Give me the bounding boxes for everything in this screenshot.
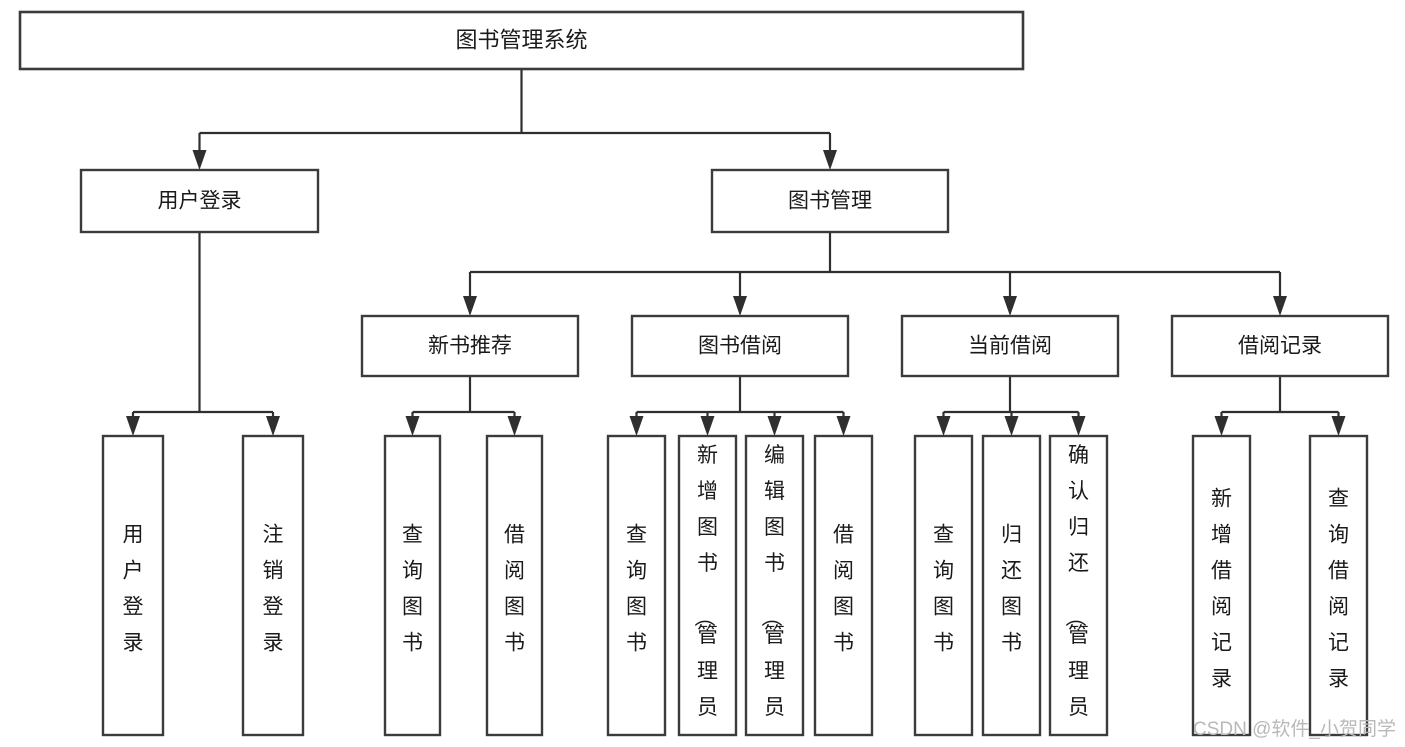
level2-node-0[interactable]: 用户登录 <box>79 168 320 234</box>
arrow-head-icon <box>700 416 715 436</box>
arrow-head-icon <box>1003 296 1017 316</box>
arrow-head-icon <box>405 416 420 436</box>
arrow-head-icon <box>126 416 140 436</box>
leaf-node-3-box[interactable] <box>485 434 544 737</box>
level2-node-0-box[interactable] <box>79 168 320 234</box>
arrow-head-icon <box>767 416 782 436</box>
arrow-head-icon <box>507 416 522 436</box>
leaf-node-6-box[interactable] <box>744 434 805 737</box>
leaf-node-12[interactable]: 查询借阅记录 <box>1308 434 1369 737</box>
level2-node-1-label: 图书管理 <box>788 190 872 213</box>
level3-node-2-label: 当前借阅 <box>968 335 1052 358</box>
leaf-node-4[interactable]: 查询图书 <box>606 434 667 737</box>
arrow-head-icon <box>1214 416 1229 436</box>
leaf-node-5-box[interactable] <box>677 434 738 737</box>
leaf-node-0[interactable]: 用户登录 <box>101 434 165 737</box>
level3-node-0[interactable]: 新书推荐 <box>360 314 580 378</box>
level2-node-1[interactable]: 图书管理 <box>710 168 950 234</box>
level3-node-3-label: 借阅记录 <box>1238 335 1322 358</box>
leaf-node-11[interactable]: 新增借阅记录 <box>1191 434 1252 737</box>
leaf-node-10[interactable]: 确认归还（管理员） <box>1048 434 1109 747</box>
arrow-head-icon <box>733 296 747 316</box>
leaf-node-5[interactable]: 新增图书（管理员） <box>677 434 738 747</box>
leaf-node-9-box[interactable] <box>981 434 1042 737</box>
arrow-head-icon <box>1004 416 1019 436</box>
leaf-node-6[interactable]: 编辑图书（管理员） <box>744 434 805 747</box>
leaf-node-1-label: 注销登录 <box>263 524 284 655</box>
leaf-node-8[interactable]: 查询图书 <box>913 434 974 737</box>
level3-node-0-label: 新书推荐 <box>428 335 512 358</box>
leaf-node-1[interactable]: 注销登录 <box>241 434 305 737</box>
level3-node-2[interactable]: 当前借阅 <box>900 314 1120 378</box>
arrow-head-icon <box>836 416 851 436</box>
leaf-node-8-box[interactable] <box>913 434 974 737</box>
level2-node-1-box[interactable] <box>710 168 950 234</box>
level3-node-2-box[interactable] <box>900 314 1120 378</box>
level3-node-1-label: 图书借阅 <box>698 335 782 358</box>
level3-node-1[interactable]: 图书借阅 <box>630 314 850 378</box>
root-node[interactable]: 图书管理系统 <box>18 10 1025 71</box>
leaf-node-9[interactable]: 归还图书 <box>981 434 1042 737</box>
level2-node-0-label: 用户登录 <box>158 190 242 213</box>
arrow-head-icon <box>1071 416 1086 436</box>
leaf-node-3[interactable]: 借阅图书 <box>485 434 544 737</box>
csdn-watermark: CSDN @软件_小贺同学 <box>1193 718 1396 740</box>
arrow-head-icon <box>1331 416 1346 436</box>
leaf-node-11-box[interactable] <box>1191 434 1252 737</box>
level3-node-3-box[interactable] <box>1170 314 1390 378</box>
leaf-node-1-box[interactable] <box>241 434 305 737</box>
arrow-head-icon <box>823 150 837 170</box>
leaf-node-6-label: 编辑图书（管理员） <box>759 444 785 747</box>
leaf-node-8-label: 查询图书 <box>933 524 954 655</box>
leaf-node-12-box[interactable] <box>1308 434 1369 737</box>
leaf-node-9-label: 归还图书 <box>1001 524 1022 655</box>
connector-layer <box>126 69 1346 436</box>
node-layer: 图书管理系统用户登录图书管理新书推荐图书借阅当前借阅借阅记录用户登录注销登录查询… <box>18 10 1390 747</box>
leaf-node-7-label: 借阅图书 <box>833 524 854 655</box>
leaf-node-12-label: 查询借阅记录 <box>1328 488 1349 691</box>
leaf-node-11-label: 新增借阅记录 <box>1211 488 1232 691</box>
leaf-node-2-box[interactable] <box>383 434 442 737</box>
leaf-node-2[interactable]: 查询图书 <box>383 434 442 737</box>
leaf-node-5-label: 新增图书（管理员） <box>692 444 718 747</box>
arrow-head-icon <box>629 416 644 436</box>
root-node-label: 图书管理系统 <box>455 27 587 52</box>
leaf-node-4-box[interactable] <box>606 434 667 737</box>
leaf-node-0-label: 用户登录 <box>123 524 144 655</box>
arrow-head-icon <box>266 416 280 436</box>
arrow-head-icon <box>936 416 951 436</box>
leaf-node-4-label: 查询图书 <box>626 524 647 655</box>
leaf-node-3-label: 借阅图书 <box>504 524 525 655</box>
leaf-node-0-box[interactable] <box>101 434 165 737</box>
arrow-head-icon <box>192 150 207 170</box>
leaf-node-7[interactable]: 借阅图书 <box>813 434 874 737</box>
root-node-box[interactable] <box>18 10 1025 71</box>
arrow-head-icon <box>463 296 477 316</box>
arrow-head-icon <box>1273 296 1287 316</box>
level3-node-1-box[interactable] <box>630 314 850 378</box>
level3-node-3[interactable]: 借阅记录 <box>1170 314 1390 378</box>
leaf-node-2-label: 查询图书 <box>402 524 423 655</box>
level3-node-0-box[interactable] <box>360 314 580 378</box>
leaf-node-10-label: 确认归还（管理员） <box>1063 444 1089 747</box>
leaf-node-7-box[interactable] <box>813 434 874 737</box>
leaf-node-10-box[interactable] <box>1048 434 1109 737</box>
